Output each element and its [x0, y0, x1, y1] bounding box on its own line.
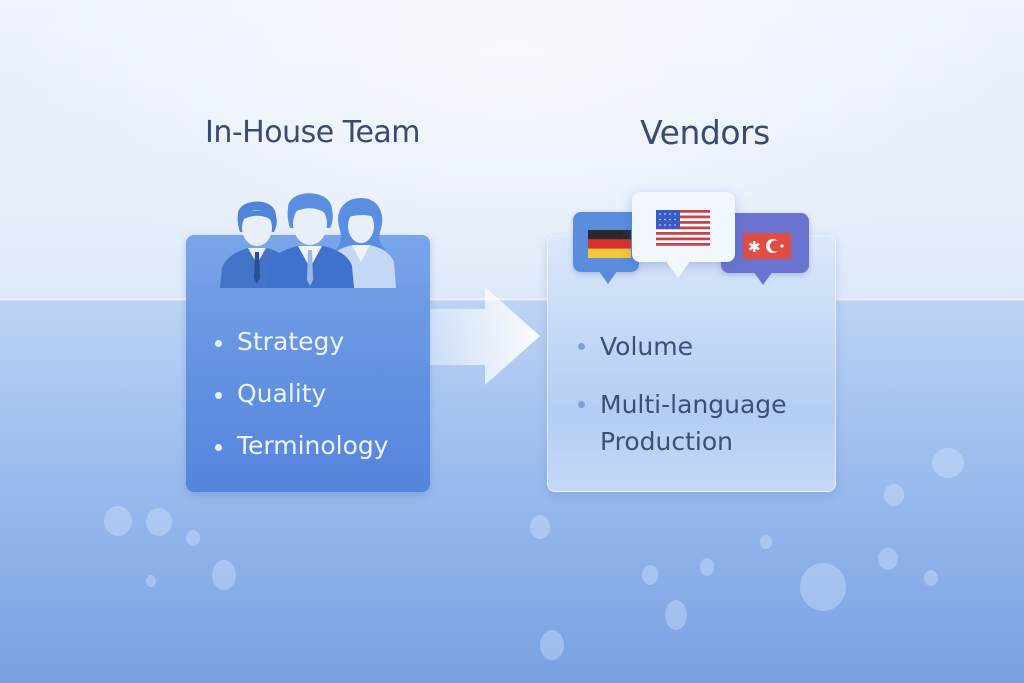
- in-house-team-list: Strategy Quality Terminology: [215, 326, 389, 482]
- bokeh-dot: [186, 530, 200, 546]
- bokeh-dot: [642, 565, 658, 585]
- bokeh-dot: [212, 560, 236, 590]
- bullet-icon: [215, 392, 222, 399]
- bokeh-dot: [665, 600, 687, 630]
- team-people-icon: [220, 193, 396, 288]
- speech-bubble-tail: [598, 270, 618, 284]
- bokeh-dot: [540, 630, 564, 660]
- list-item-label: Multi-language: [600, 390, 787, 419]
- in-house-team-title: In-House Team: [204, 115, 421, 150]
- list-item: Strategy: [215, 326, 389, 358]
- bullet-icon: [578, 401, 585, 408]
- bokeh-dot: [700, 558, 714, 576]
- bokeh-dot: [884, 484, 904, 506]
- list-item-label: Volume: [600, 332, 693, 361]
- bokeh-dot: [760, 535, 772, 549]
- vendors-title: Vendors: [640, 113, 770, 152]
- bokeh-dot: [104, 506, 132, 536]
- bokeh-dot: [530, 515, 550, 539]
- list-item: Quality: [215, 378, 389, 410]
- bokeh-dot: [932, 448, 964, 478]
- horizon-line: [0, 298, 1024, 302]
- list-item: Volume: [578, 328, 787, 365]
- bullet-icon: [215, 340, 222, 347]
- list-item-label-continued: Production: [600, 427, 734, 456]
- list-item: Terminology: [215, 430, 389, 462]
- bokeh-dot: [878, 548, 898, 570]
- bokeh-dot: [146, 575, 156, 587]
- arrow-right-icon: [430, 287, 540, 385]
- vendors-card: [547, 235, 836, 492]
- red-star-crescent-flag-icon: ✱: [743, 233, 791, 259]
- usa-flag-icon: [656, 210, 710, 246]
- bullet-icon: [215, 444, 222, 451]
- bokeh-dot: [924, 570, 938, 586]
- svg-text:✱: ✱: [748, 238, 761, 256]
- list-item-label: Quality: [237, 379, 327, 408]
- list-item-label: Strategy: [237, 327, 345, 356]
- speech-bubble-tail: [753, 271, 773, 285]
- speech-bubble-tail: [665, 260, 691, 278]
- bullet-icon: [578, 343, 585, 350]
- list-item-label: Terminology: [237, 431, 389, 460]
- bokeh-dot: [800, 563, 846, 611]
- bokeh-dot: [146, 508, 172, 536]
- background-haze: [0, 0, 1024, 300]
- germany-flag-icon: [588, 230, 631, 258]
